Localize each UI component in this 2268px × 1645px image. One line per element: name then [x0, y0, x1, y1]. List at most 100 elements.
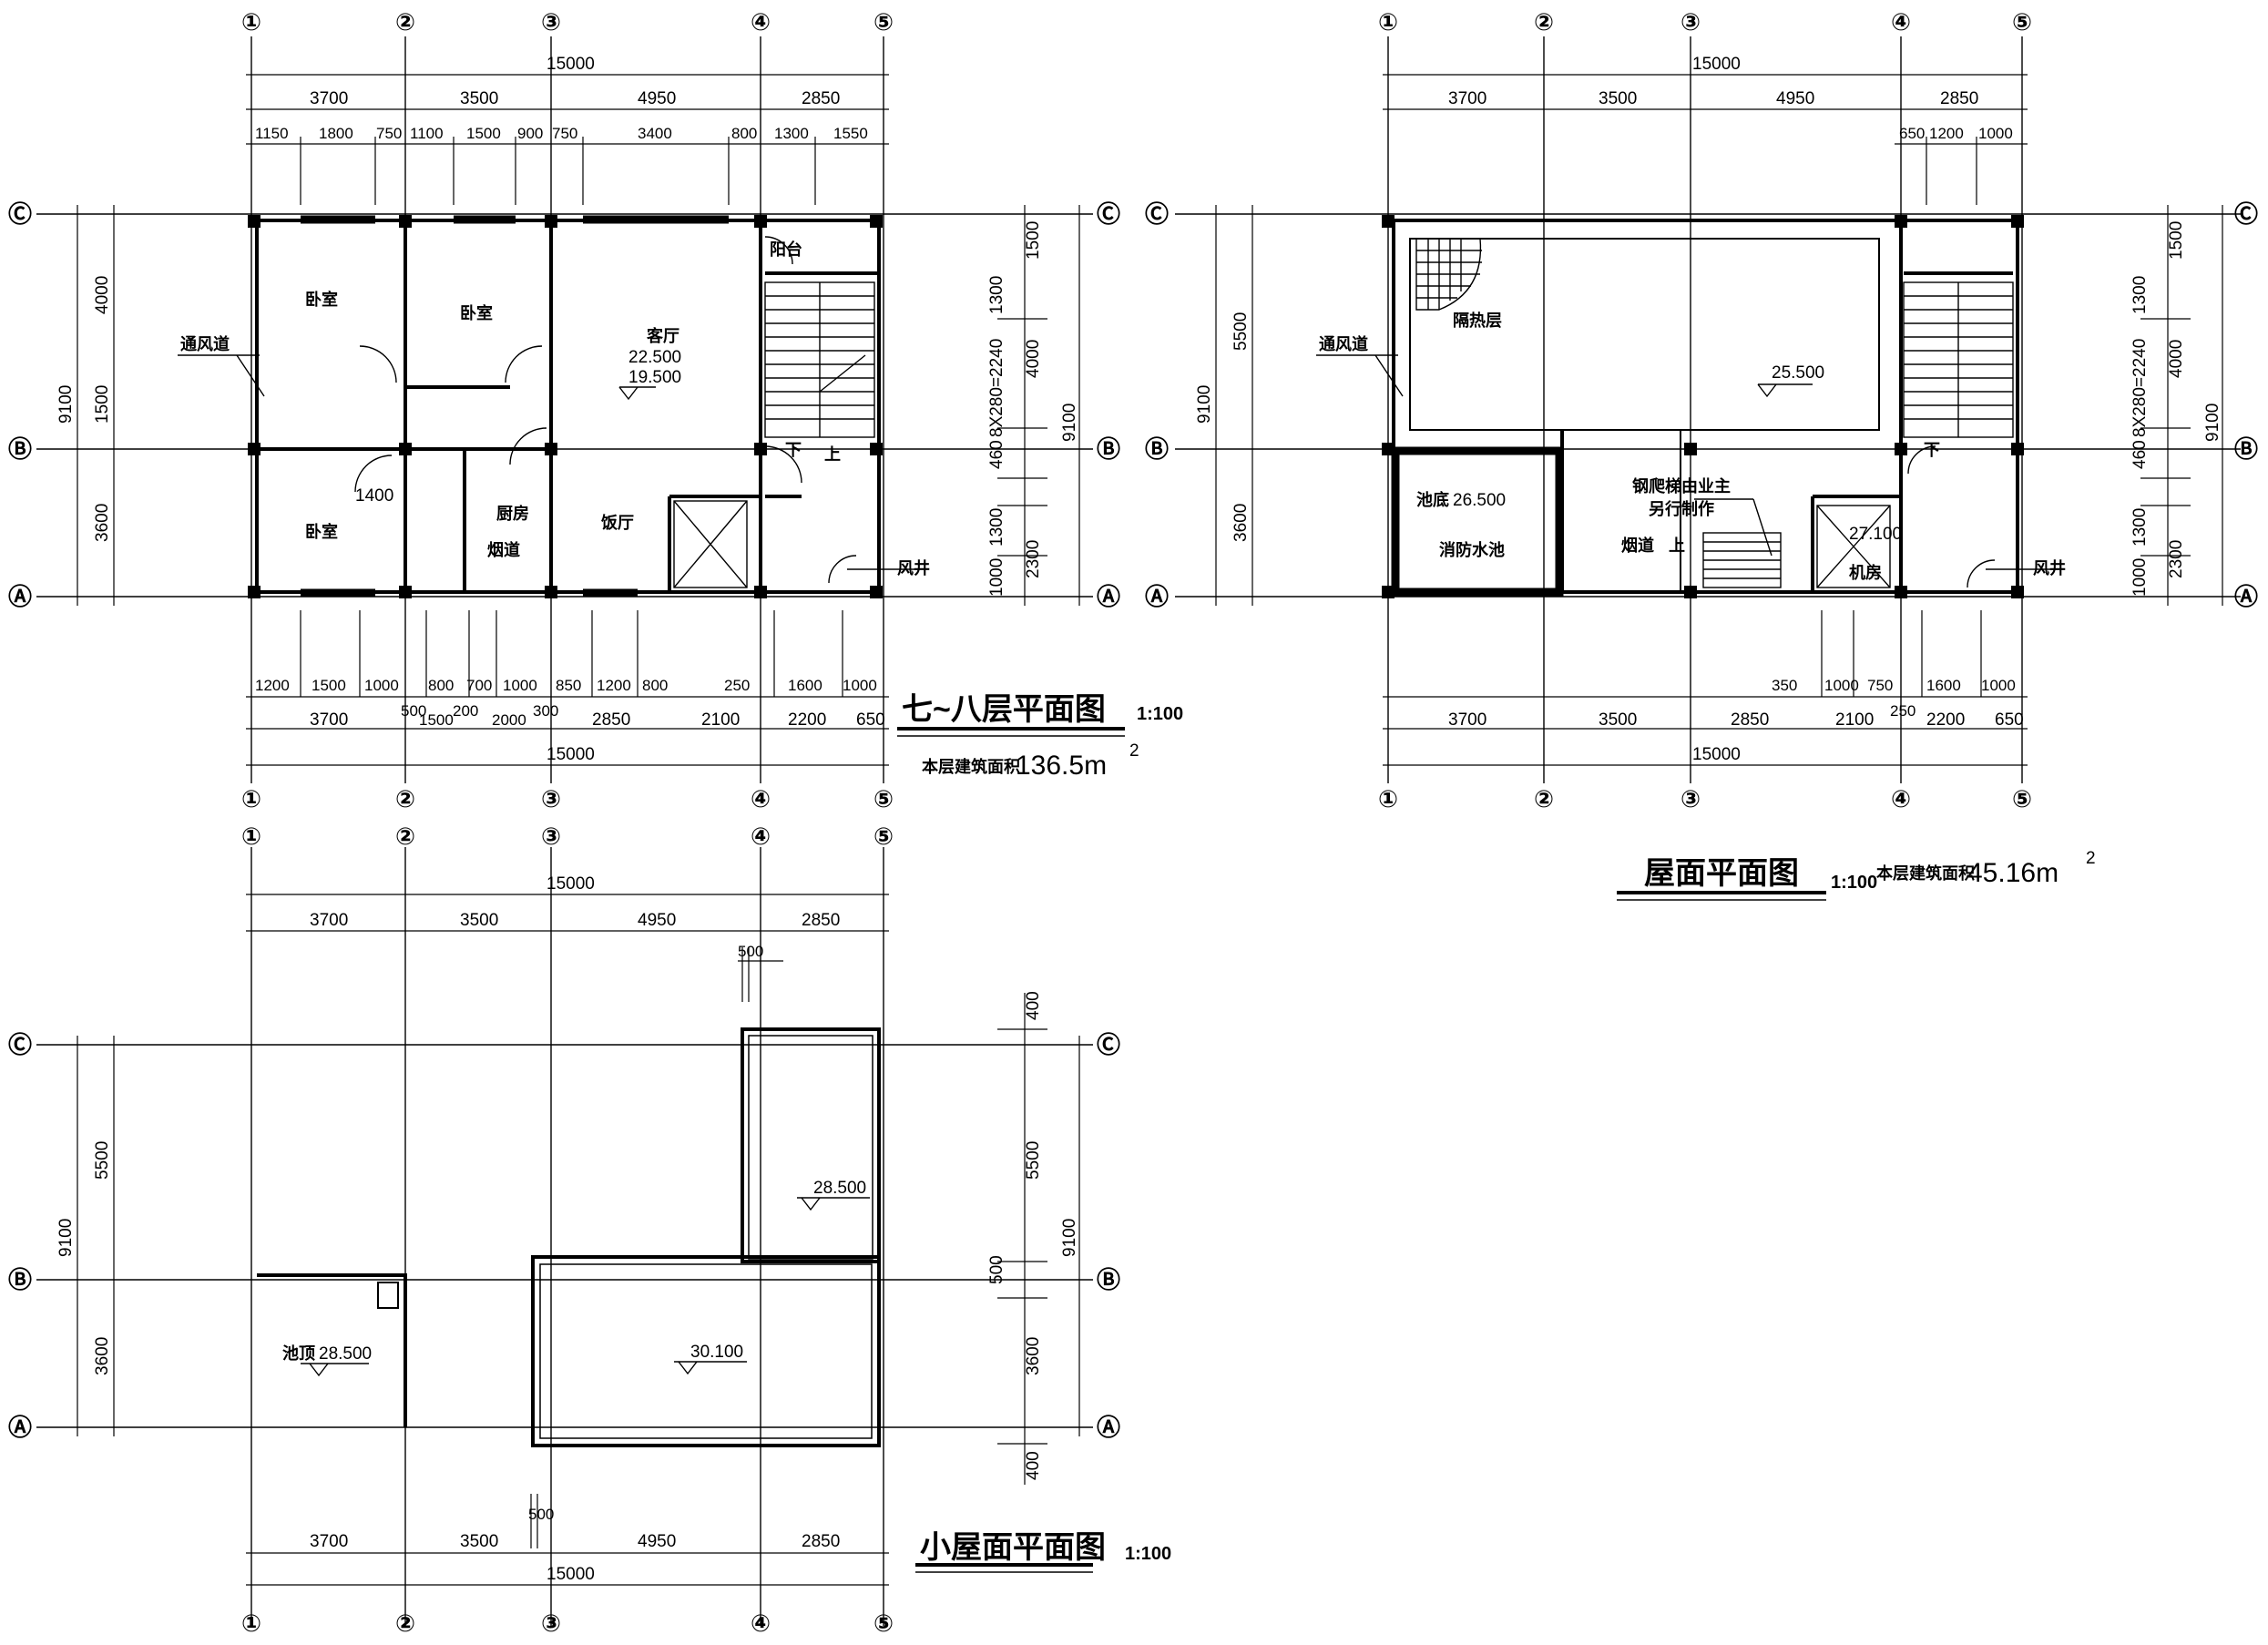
dim-text: 2300: [2167, 540, 2186, 578]
dim-text: 3500: [460, 89, 498, 108]
plan3-left-dims: [77, 1036, 115, 1436]
plan2-columns: [1382, 215, 2024, 598]
dim-text: 1000: [1981, 677, 2016, 694]
plan1-right-dim-texts: 1500 4000 460 1300 1300 2300 1000 9100 8…: [987, 221, 1079, 597]
label-flue: 烟道: [487, 540, 520, 559]
dim-text: 4950: [1776, 89, 1814, 108]
plan3-right-dims: [997, 993, 1080, 1485]
dim-text: 650: [1995, 710, 2024, 730]
dim-text: 400: [1024, 991, 1043, 1020]
dim-text: 1000: [1978, 125, 2013, 142]
axis-bubble-v-1: ②: [395, 785, 415, 812]
plan2-ladder-stair: [1702, 532, 1782, 588]
plan1-left-dim: 3600: [93, 504, 112, 542]
room-bedroom: 卧室: [305, 522, 338, 541]
axis-bubble-v-1: ②: [1534, 8, 1554, 36]
dim-text: 1300: [774, 125, 809, 142]
dim-text: 3700: [310, 710, 348, 730]
dim-text: 1500: [419, 711, 454, 729]
dim-text: 2850: [802, 89, 840, 108]
plan1-bottom-detail-dims: 1200 1500 1000 800 700 1000 850 1200 800…: [255, 677, 877, 694]
plan1-left-dim: 1500: [93, 385, 112, 424]
elevation: 22.500: [628, 348, 681, 367]
axis-bubble-v-0: ①: [241, 822, 261, 850]
area-superscript: 2: [1129, 741, 1139, 761]
plan3-right-dim-texts: 400 5500 500 3600 400 9100: [987, 991, 1079, 1480]
plan2-leader-lines: [1316, 354, 2059, 570]
plan3-walls: [257, 1027, 881, 1447]
axis-bubble-h-0: Ⓒ: [2234, 200, 2258, 228]
plan2-stair: [1903, 281, 2014, 438]
plan2-left-total: 9100: [1195, 385, 1214, 424]
plan1-left-dim: 4000: [93, 276, 112, 314]
axis-bubble-v-4: ⑤: [873, 1609, 894, 1637]
plan3-dim-total-top: 15000: [547, 874, 595, 894]
area-label: 本层建筑面积: [922, 757, 1020, 776]
axis-bubble-v-4: ⑤: [2012, 8, 2032, 36]
dim-text: 1800: [319, 125, 353, 142]
room-living: 客厅: [647, 326, 679, 345]
axis-bubble-h-2: Ⓐ: [2234, 583, 2258, 610]
axis-bubble-h-0: Ⓒ: [1145, 200, 1169, 228]
elevation: 19.500: [628, 368, 681, 387]
dim-text: 3500: [1599, 710, 1637, 730]
plan3-left-dim: 3600: [93, 1337, 112, 1375]
area-value: 136.5m: [1016, 751, 1107, 781]
axis-bubble-h-0: Ⓒ: [8, 200, 32, 228]
plan-title: 屋面平面图: [1644, 856, 1799, 891]
plan-title: 小屋面平面图: [920, 1530, 1106, 1565]
plan1-top-dims: [246, 74, 889, 205]
dim-text: 750: [552, 125, 577, 142]
plan-scale: 1:100: [1831, 873, 1877, 893]
axis-bubble-v-4: ⑤: [873, 8, 894, 36]
label-insulation: 隔热层: [1453, 311, 1502, 330]
floor-plan-roof: 15000 3700 3500 4950 2850 650 1200 1000 …: [1175, 36, 2241, 901]
dim-text: 1500: [1024, 221, 1043, 260]
plan1-axis-lines: [36, 36, 1093, 783]
dim-text: 1000: [843, 677, 877, 694]
plan1-walls: [255, 219, 881, 594]
elevation: 26.500: [1453, 491, 1506, 510]
dim-text: 3500: [1599, 89, 1637, 108]
dim-text: 200: [453, 702, 478, 720]
dim-text: 2850: [592, 710, 630, 730]
dim-text: 4950: [638, 1532, 676, 1551]
dim-text: 4000: [2167, 340, 2186, 378]
elevation: 25.500: [1772, 363, 1824, 383]
axis-bubble-h-1: Ⓑ: [8, 1266, 32, 1293]
elevation: 27.100: [1849, 525, 1902, 544]
dim-text: 2850: [802, 911, 840, 930]
floor-plan-7-8: 15000 3700 3500 4950 2850 1150 1800 750 …: [36, 36, 1183, 783]
dim-text: 650: [1899, 125, 1925, 142]
dim-text: 2850: [1940, 89, 1978, 108]
room-balcony: 阳台: [770, 240, 802, 259]
plan2-left-dim: 3600: [1231, 504, 1251, 542]
axis-bubble-v-3: ④: [751, 8, 771, 36]
dim-text: 1200: [1929, 125, 1964, 142]
elevation: 30.100: [690, 1343, 743, 1362]
dim-1400: 1400: [355, 486, 393, 506]
stair-down: 下: [785, 441, 802, 459]
axis-bubble-v-1: ②: [395, 822, 415, 850]
axis-bubble-v-3: ④: [751, 785, 771, 812]
label-vent-shaft: 通风道: [1319, 334, 1368, 353]
dim-text: 1500: [312, 677, 346, 694]
plan1-bottom-dims: [246, 610, 889, 766]
plan1-left-dims: [77, 205, 115, 606]
plan1-leader-lines: [178, 354, 920, 570]
dim-text: 1550: [833, 125, 868, 142]
axis-bubble-h-0: Ⓒ: [1097, 200, 1120, 228]
insulation-hatch: [1415, 238, 1482, 311]
dim-text: 3700: [1448, 710, 1486, 730]
axis-bubble-h-1: Ⓑ: [1097, 1266, 1120, 1293]
plan-title: 七~八层平面图: [902, 692, 1106, 727]
dim-text: 500: [738, 943, 763, 960]
axis-bubble-v-1: ②: [395, 8, 415, 36]
axis-bubble-v-2: ③: [541, 8, 561, 36]
dim-text: 3500: [460, 911, 498, 930]
dim-text: 3700: [310, 1532, 348, 1551]
dim-text: 3600: [1024, 1337, 1043, 1375]
dim-text: 500: [528, 1506, 554, 1523]
